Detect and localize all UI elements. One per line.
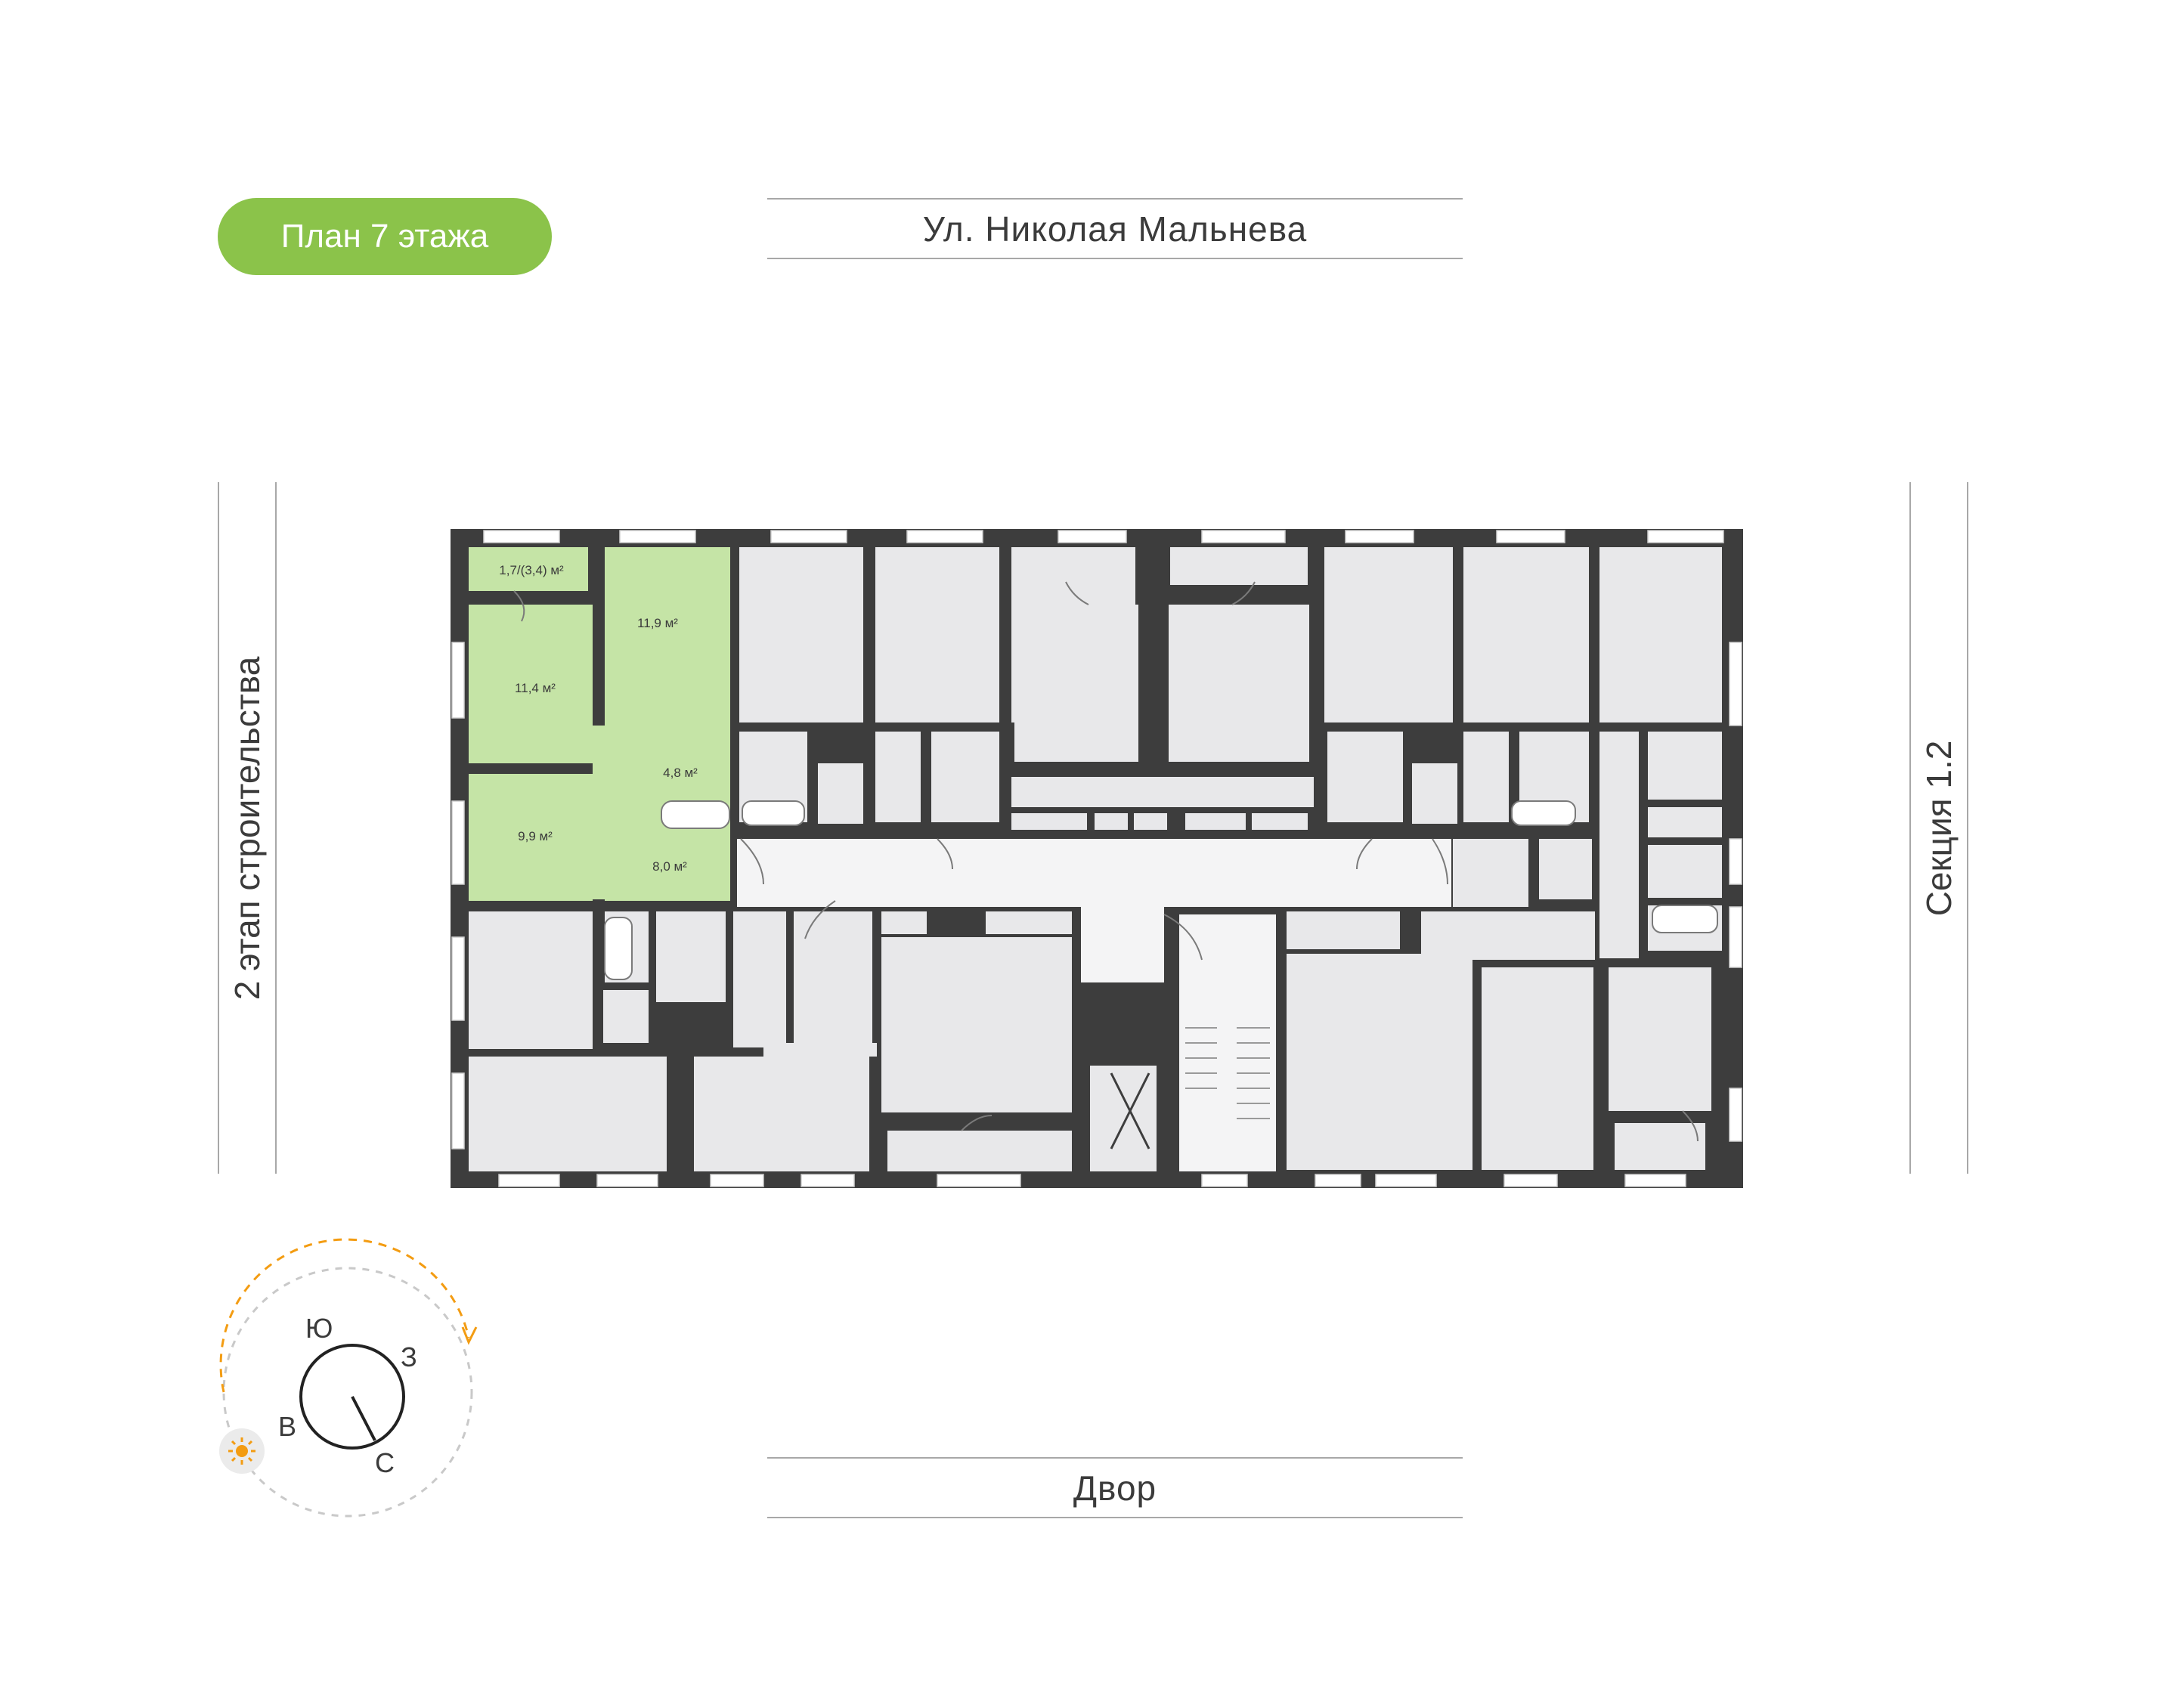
room-kitchen <box>605 547 730 698</box>
compass-orbit <box>222 1267 473 1518</box>
selected-apartment <box>469 547 730 901</box>
compass-north: С <box>375 1447 395 1478</box>
room-balcony <box>469 547 588 591</box>
corridor-stair-link <box>1081 892 1164 982</box>
compass-east: В <box>278 1411 296 1442</box>
street-top-label: Ул. Николая Мальнева <box>922 209 1308 249</box>
bathtubs <box>604 800 1718 980</box>
kitchen-strips <box>1011 777 1314 830</box>
street-bottom-label: Двор <box>1073 1468 1157 1508</box>
floor-plan-badge: План 7 этажа <box>218 198 552 275</box>
room-area-labels: 1,7/(3,4) м² 11,9 м² 11,4 м² 4,8 м² 9,9 … <box>499 563 698 874</box>
room-hallway <box>605 698 730 901</box>
area-balcony: 1,7/(3,4) м² <box>499 563 564 577</box>
area-kitchen: 11,9 м² <box>637 616 678 630</box>
rooms-bottom-left <box>469 911 1072 1171</box>
compass: Ю З В С <box>219 1238 478 1518</box>
compass-dial <box>299 1344 405 1450</box>
area-room-2: 9,9 м² <box>518 829 553 843</box>
sun-icon <box>219 1428 265 1474</box>
area-room-1: 11,4 м² <box>515 681 556 695</box>
rooms-top <box>739 547 1722 958</box>
area-bathroom: 4,8 м² <box>663 766 698 780</box>
elevator-shaft <box>1090 1066 1157 1171</box>
elevator-stairs <box>1090 914 1276 1171</box>
room-2 <box>469 774 593 901</box>
side-left: 2 этап строительства <box>218 482 277 1174</box>
area-hallway: 8,0 м² <box>652 859 687 874</box>
windows <box>451 530 1742 1187</box>
compass-west: З <box>401 1341 417 1372</box>
compass-south: Ю <box>305 1313 333 1344</box>
side-right: Секция 1.2 <box>1909 482 1968 1174</box>
room-1 <box>469 605 593 763</box>
doors <box>513 581 1699 1142</box>
street-top: Ул. Николая Мальнева <box>767 198 1463 259</box>
street-bottom: Двор <box>767 1457 1463 1518</box>
sun-path <box>219 1238 470 1393</box>
compass-needle <box>351 1396 376 1441</box>
rooms-bottom-right <box>1287 911 1711 1170</box>
sun-path-arrow-icon <box>461 1326 478 1345</box>
